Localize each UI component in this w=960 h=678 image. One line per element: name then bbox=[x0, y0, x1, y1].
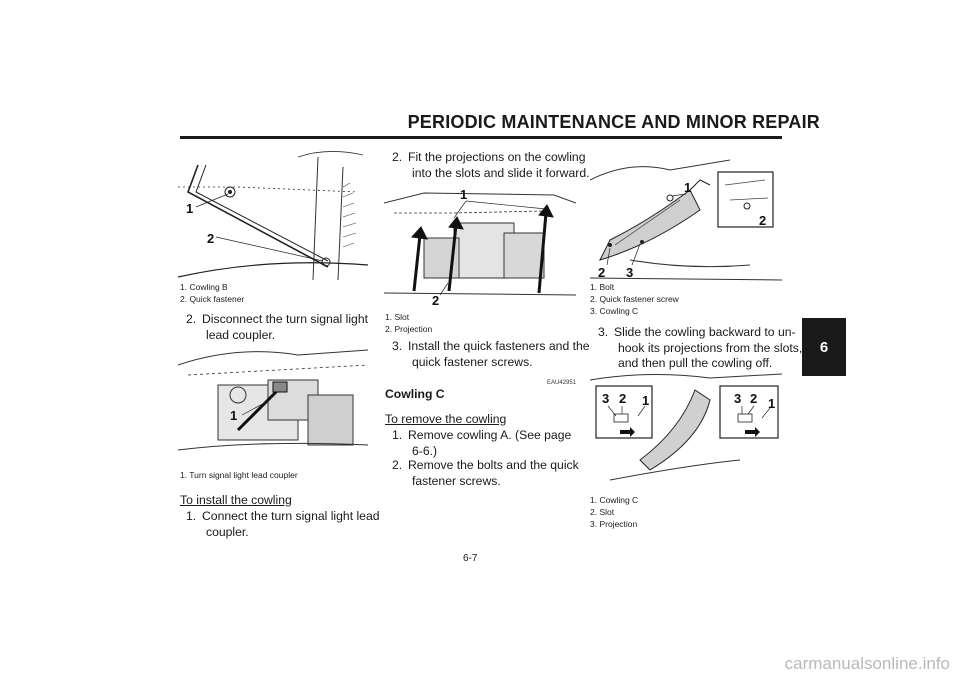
callout-2: 2 bbox=[432, 293, 439, 308]
callout-2: 2 bbox=[759, 213, 766, 228]
callout-1: 1 bbox=[186, 201, 193, 216]
figure-cowling-c-bolts: 1 2 2 3 bbox=[590, 150, 782, 284]
step-install-fasteners: 3.Install the quick fasteners and the qu… bbox=[392, 339, 590, 369]
document-code: EAU42951 bbox=[546, 380, 576, 386]
callout-2: 2 bbox=[598, 265, 605, 280]
header-rule bbox=[180, 136, 782, 139]
step-connect-coupler: 1.Connect the turn signal light lead cou… bbox=[186, 509, 380, 539]
remove-heading: To remove the cowling bbox=[385, 412, 507, 426]
figure-slots-projections: 1 2 bbox=[384, 183, 576, 308]
figure-caption: 1. Cowling C 2. Slot 3. Projection bbox=[590, 495, 639, 529]
callout-1: 1 bbox=[684, 180, 691, 195]
install-heading: To install the cowling bbox=[180, 493, 292, 507]
figure-turn-signal-coupler: 1 bbox=[178, 340, 368, 465]
watermark: carmanualsonline.info bbox=[784, 654, 950, 673]
figure-slide-cowling: 3 2 1 3 2 1 bbox=[590, 370, 782, 492]
figure-caption: 1. Cowling B 2. Quick fastener bbox=[180, 282, 245, 304]
callout-2: 2 bbox=[750, 391, 757, 406]
figure-caption: 1. Turn signal light lead coupler bbox=[180, 470, 298, 480]
figure-caption: 1. Bolt 2. Quick fastener screw 3. Cowli… bbox=[590, 282, 679, 316]
callout-3: 3 bbox=[626, 265, 633, 280]
callout-1: 1 bbox=[642, 393, 649, 408]
callout-3: 3 bbox=[602, 391, 609, 406]
step-remove-cowling-a: 1.Remove cowling A. (See page 6-6.) bbox=[392, 428, 572, 458]
step-disconnect-coupler: 2.Disconnect the turn signal light lead … bbox=[186, 312, 368, 342]
section-title: Cowling C bbox=[385, 387, 445, 401]
page-number: 6-7 bbox=[463, 553, 478, 564]
step-remove-bolts: 2.Remove the bolts and the quick fastene… bbox=[392, 458, 579, 488]
chapter-tab: 6 bbox=[802, 318, 846, 376]
callout-1: 1 bbox=[768, 396, 775, 411]
callout-2: 2 bbox=[207, 231, 214, 246]
step-slide-cowling: 3.Slide the cowling backward to un- hook… bbox=[598, 325, 803, 371]
callout-1: 1 bbox=[460, 187, 467, 202]
page-header-title: PERIODIC MAINTENANCE AND MINOR REPAIR bbox=[407, 112, 820, 132]
callout-1: 1 bbox=[230, 408, 237, 423]
callout-3: 3 bbox=[734, 391, 741, 406]
figure-caption: 1. Slot 2. Projection bbox=[385, 312, 433, 334]
figure-cowling-b: 1 2 bbox=[178, 147, 368, 280]
callout-2: 2 bbox=[619, 391, 626, 406]
step-fit-projections: 2.Fit the projections on the cowling int… bbox=[392, 150, 590, 180]
